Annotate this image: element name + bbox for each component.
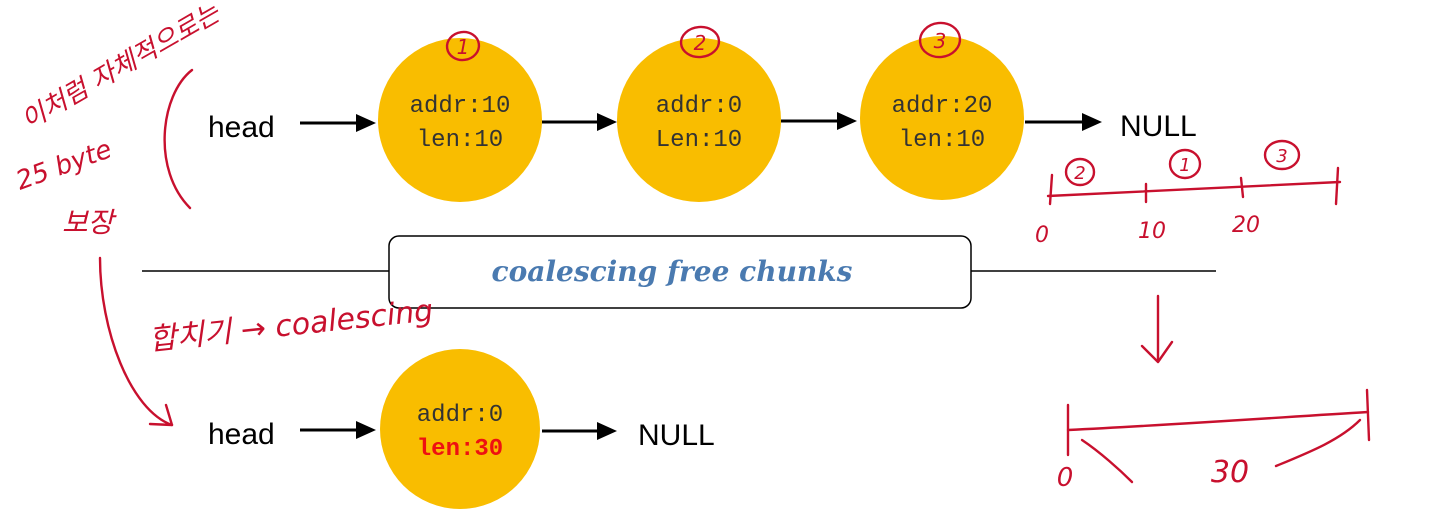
node-3-len: len:10 — [899, 127, 985, 154]
arrow-node2-to-node3 — [781, 112, 857, 130]
after-list: head addr:0 len:30 NULL — [208, 349, 715, 509]
svg-text:1: 1 — [1179, 155, 1190, 176]
curved-arrow — [98, 256, 174, 427]
before-list: head addr:10 len:10 addr:0 Len:10 addr:2… — [208, 36, 1197, 202]
null-label-top: NULL — [1120, 110, 1197, 143]
segment-mark-1: 1 — [1168, 148, 1202, 180]
svg-text:2: 2 — [694, 31, 707, 55]
node-2-addr: addr:0 — [656, 93, 742, 120]
bottom-line-start: 0 — [1057, 463, 1074, 493]
null-label-bottom: NULL — [638, 419, 715, 452]
list-node-3: addr:20 len:10 — [860, 36, 1024, 200]
node-2-len: Len:10 — [656, 127, 742, 154]
svg-text:3: 3 — [934, 29, 947, 53]
number-line-bottom: 0 30 — [1057, 388, 1371, 493]
list-node-2: addr:0 Len:10 — [617, 38, 781, 202]
svg-text:3: 3 — [1276, 146, 1287, 167]
node-1-addr: addr:10 — [410, 93, 511, 120]
node-1-len: len:10 — [417, 127, 503, 154]
arrow-node3-to-null — [1025, 113, 1102, 131]
arrow-head-to-merged-node — [300, 421, 376, 439]
note-line-3: 보장 — [62, 206, 117, 239]
merged-node: addr:0 len:30 — [380, 349, 540, 509]
arrow-merged-node-to-null — [542, 422, 617, 440]
banner-title: coalescing free chunks — [492, 255, 853, 288]
down-arrow — [1140, 294, 1174, 364]
note-line-2: 25 byte — [12, 134, 116, 196]
list-node-1: addr:10 len:10 — [378, 38, 542, 202]
bracket-paren — [163, 68, 194, 210]
note-line-1: 이처럼 자체적으로는 — [17, 0, 227, 136]
merge-note: 합치기 → coalescing — [147, 293, 435, 358]
node-3-addr: addr:20 — [892, 93, 993, 120]
number-line-top: 0 10 20 2 1 3 — [1035, 139, 1342, 248]
curved-arrow-head — [148, 403, 174, 427]
tick-20: 20 — [1232, 213, 1260, 238]
left-annotations: 이처럼 자체적으로는 25 byte 보장 합치기 → coalescing — [12, 0, 435, 427]
order-mark-node-3: 3 — [918, 21, 962, 59]
bottom-line-length: 30 — [1211, 455, 1249, 490]
segment-mark-2: 2 — [1064, 157, 1096, 187]
tick-0: 0 — [1035, 223, 1049, 248]
svg-text:1: 1 — [457, 35, 470, 59]
order-mark-node-1: 1 — [445, 30, 481, 62]
arrow-head-to-node1 — [300, 114, 376, 132]
separator: coalescing free chunks — [142, 235, 1216, 309]
merged-node-addr: addr:0 — [417, 402, 503, 429]
order-mark-node-2: 2 — [679, 25, 721, 59]
banner-box — [388, 235, 972, 309]
merged-node-len: len:30 — [417, 436, 503, 463]
arrow-node1-to-node2 — [542, 113, 617, 131]
segment-mark-3: 3 — [1263, 139, 1301, 171]
order-marks: 1 2 3 — [445, 21, 962, 62]
head-label-bottom: head — [208, 418, 275, 451]
svg-text:2: 2 — [1074, 163, 1085, 184]
head-label-top: head — [208, 111, 275, 144]
tick-10: 10 — [1138, 219, 1166, 244]
